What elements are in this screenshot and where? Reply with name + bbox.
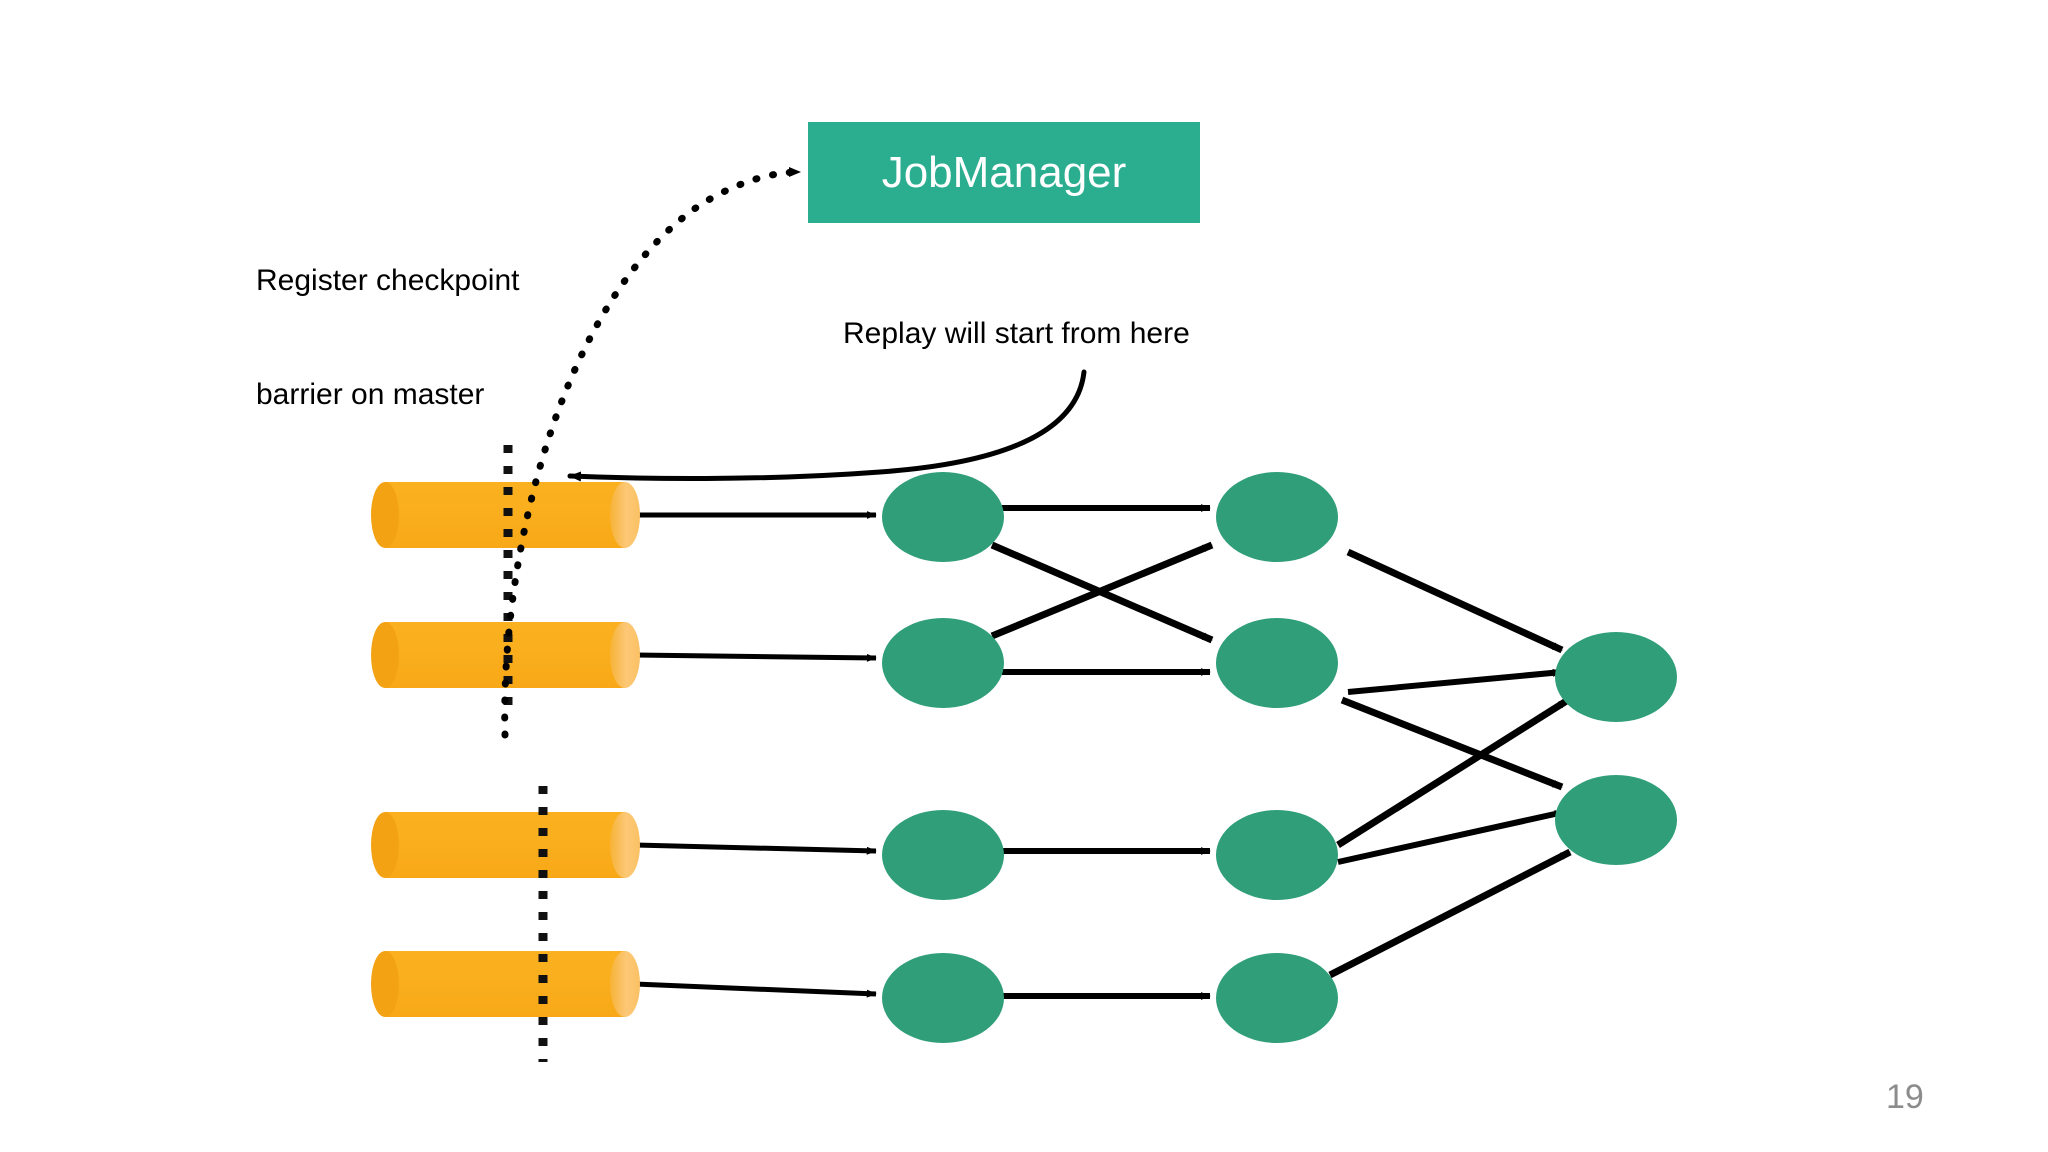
edge-op2-2-op3-1 — [990, 541, 1214, 640]
operator-node-op3-2[interactable] — [1216, 618, 1338, 708]
jobmanager-label: JobManager — [881, 147, 1127, 197]
edge-op3-3-op4-1 — [1336, 697, 1570, 848]
jobmanager-box[interactable]: JobManager — [808, 122, 1200, 223]
operator-node-op4-2[interactable] — [1555, 775, 1677, 865]
operator-node-op2-1[interactable] — [882, 472, 1004, 562]
operator-node-op4-1[interactable] — [1555, 632, 1677, 722]
source-cylinder-4[interactable] — [371, 951, 640, 1017]
edge-group-source-to-op2 — [633, 511, 877, 998]
edge-group-op3-to-op4 — [1328, 548, 1572, 979]
edge-op3-2-op4-1 — [1347, 668, 1563, 695]
edge-source4-op2-4 — [633, 981, 877, 998]
page-number: 19 — [1886, 1078, 1924, 1116]
source-cylinder-3[interactable] — [371, 812, 640, 878]
edge-group-op2-to-op3 — [990, 504, 1214, 1000]
operator-node-op3-3[interactable] — [1216, 810, 1338, 900]
register-callout-arrow — [501, 167, 804, 739]
edge-op3-3-op4-2 — [1337, 809, 1565, 865]
register-annotation-line-2: barrier on master — [256, 378, 485, 411]
edge-op3-1-op4-1 — [1346, 548, 1564, 654]
register-checkpoint-annotation: Register checkpoint barrier on master — [256, 186, 519, 490]
operator-node-op3-4[interactable] — [1216, 953, 1338, 1043]
operator-node-op2-3[interactable] — [882, 810, 1004, 900]
edge-op3-2-op4-2 — [1340, 696, 1564, 791]
operator-node-op2-4[interactable] — [882, 953, 1004, 1043]
replay-callout-arrow — [567, 369, 1087, 482]
register-annotation-line-1: Register checkpoint — [256, 264, 520, 297]
operator-node-op3-1[interactable] — [1216, 472, 1338, 562]
edge-source3-op2-3 — [633, 842, 877, 855]
operator-node-op2-2[interactable] — [882, 618, 1004, 708]
edge-op3-4-op4-2 — [1328, 848, 1572, 979]
edge-source2-op2-2 — [633, 652, 877, 662]
replay-annotation: Replay will start from here — [843, 317, 1190, 350]
